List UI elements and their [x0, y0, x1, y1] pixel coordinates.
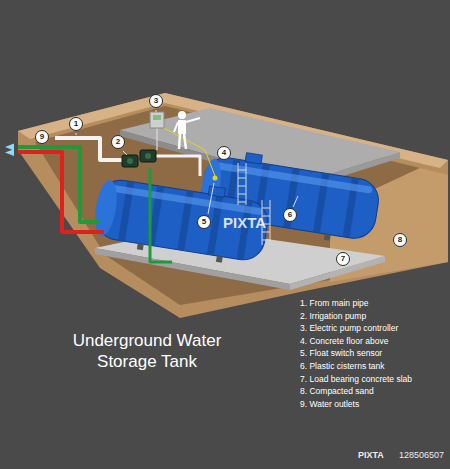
legend-entry: 1. From main pipe	[300, 299, 369, 309]
tank	[137, 243, 144, 250]
callout-number: 3	[154, 97, 158, 105]
ladder	[238, 186, 246, 187]
ground-block	[18, 93, 448, 318]
ladder	[238, 170, 246, 171]
callout-circle: 5	[197, 215, 211, 229]
legend-entry: 3. Electric pump controller	[300, 324, 398, 334]
leader-lines	[293, 196, 298, 207]
leader-lines	[123, 151, 127, 155]
callout-number: 8	[398, 236, 402, 244]
pumps	[127, 158, 133, 164]
callout-number: 1	[74, 120, 78, 128]
pipes	[156, 156, 200, 176]
pumps	[140, 150, 156, 162]
ground-block	[18, 93, 448, 318]
callout-circle: 8	[393, 233, 407, 247]
pumps	[122, 155, 138, 167]
legend-entry: 6. Plastic cisterns tank	[300, 362, 385, 372]
callout-circle: 2	[111, 135, 125, 149]
pipes	[18, 138, 200, 262]
leader-lines	[208, 183, 214, 214]
legend-entry: 7. Load bearing concrete slab	[300, 375, 412, 385]
person	[184, 134, 186, 149]
pumps	[145, 153, 151, 159]
legend-entry: 9. Water outlets	[300, 400, 359, 410]
callout-circle: 4	[217, 146, 231, 160]
ladder	[238, 178, 246, 179]
pipes	[18, 147, 100, 222]
person	[178, 120, 186, 134]
outlet-arrows	[5, 144, 14, 151]
person	[186, 118, 200, 122]
callout-number: 6	[288, 211, 292, 219]
callout-number: 7	[341, 255, 345, 263]
leader-lines	[76, 110, 298, 214]
pump-controller	[150, 112, 164, 150]
ladder	[246, 163, 247, 205]
ladder	[238, 163, 270, 245]
callout-number: 2	[116, 138, 120, 146]
ladder	[262, 240, 270, 241]
callout-circle: 3	[149, 94, 163, 108]
callout-number: 5	[202, 218, 206, 226]
leader-lines	[156, 110, 157, 112]
float-wire	[213, 176, 218, 181]
person	[174, 122, 178, 132]
callout-number: 9	[40, 133, 44, 141]
callout-circle: 9	[35, 130, 49, 144]
leader-lines	[76, 133, 77, 135]
callout-circle: 7	[336, 252, 350, 266]
float-wire	[164, 128, 218, 181]
outlet-arrows	[5, 149, 14, 156]
tank	[208, 186, 225, 197]
pipes	[150, 168, 172, 262]
watermark: PIXTA	[223, 214, 266, 231]
ladder	[238, 202, 246, 203]
title: Underground Water Storage Tank	[58, 330, 236, 373]
ladder	[270, 200, 271, 245]
pumps	[122, 150, 156, 167]
pump-controller	[150, 112, 164, 128]
ladder	[238, 163, 239, 205]
float-wire	[164, 128, 215, 176]
image-id: 128506507	[399, 450, 444, 460]
person	[179, 134, 180, 149]
tank	[93, 177, 270, 263]
outlet-arrows	[5, 144, 14, 157]
ladder	[262, 208, 270, 209]
person	[174, 111, 200, 149]
legend-entry: 2. Irrigation pump	[300, 312, 366, 322]
tank	[324, 234, 331, 241]
callout-circle: 1	[69, 117, 83, 131]
legend-entry: 8. Compacted sand	[300, 387, 374, 397]
watermark: PIXTA	[358, 450, 384, 460]
ladder	[238, 194, 246, 195]
concrete-slab	[95, 248, 290, 290]
tank	[108, 184, 263, 215]
person	[178, 111, 186, 119]
tank	[216, 256, 223, 263]
callout-circle: 6	[283, 208, 297, 222]
callout-number: 4	[222, 149, 226, 157]
tank	[92, 179, 121, 237]
pump-controller	[153, 115, 161, 120]
legend-entry: 4. Concrete floor above	[300, 337, 388, 347]
tank	[90, 169, 271, 269]
tank	[245, 153, 262, 164]
pump-controller	[156, 128, 157, 150]
ladder	[262, 232, 270, 233]
legend-entry: 5. Float switch sensor	[300, 349, 382, 359]
